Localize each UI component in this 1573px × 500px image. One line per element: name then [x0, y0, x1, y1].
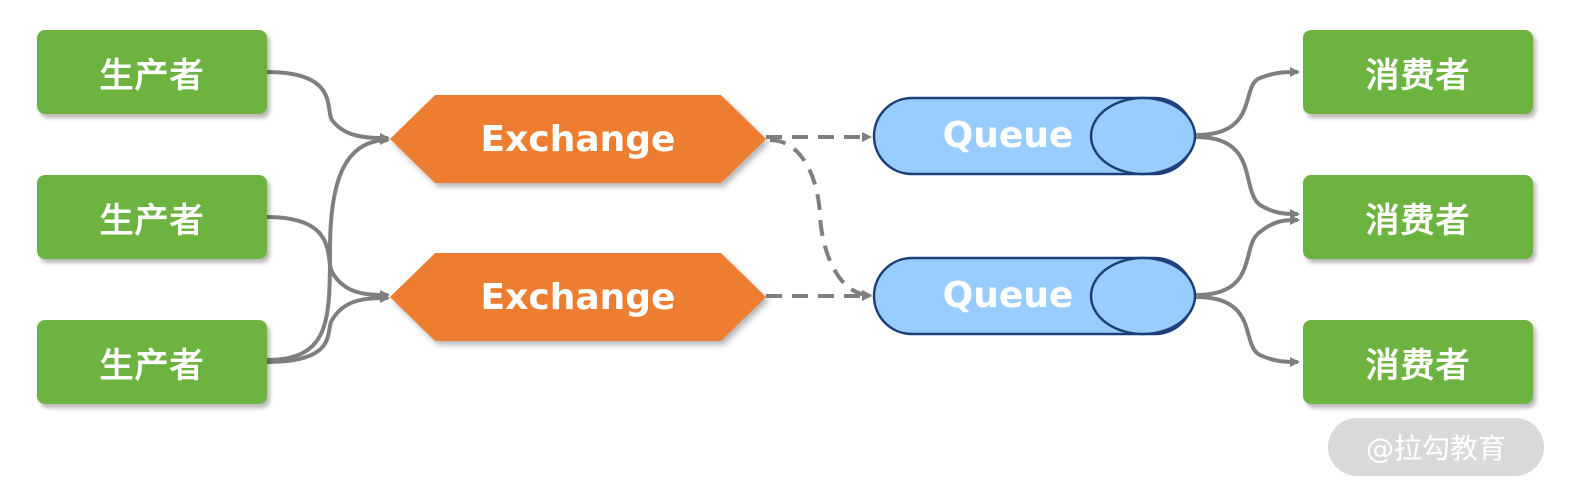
arrow-queue2-consumer2	[1195, 215, 1300, 297]
arrow-producer2-exchange2	[266, 215, 390, 300]
arrow-producer3-exchange1	[266, 135, 390, 362]
arrow-queue1-consumer1	[1195, 67, 1300, 137]
exchange-hexagon	[390, 253, 766, 341]
arrow-producer3-exchange2	[266, 293, 390, 364]
queue-text: Queue	[942, 274, 1074, 316]
producer-box-1: 生产者	[37, 30, 267, 114]
consumer-box-2: 消费者	[1303, 175, 1533, 259]
arrow-producer1-exchange1	[266, 70, 390, 143]
arrow-queue1-consumer2	[1195, 135, 1300, 219]
producer-box-3: 生产者	[37, 320, 267, 404]
producer-label: 生产者	[99, 200, 205, 241]
queue-label-2: Queue	[873, 255, 1143, 335]
queue-1-shape	[872, 96, 1197, 176]
consumer-label: 消费者	[1365, 345, 1471, 386]
arrow-queue2-consumer3	[1195, 295, 1300, 367]
queue-2-shape	[872, 256, 1197, 336]
consumer-box-1: 消费者	[1303, 30, 1533, 114]
queue-text: Queue	[942, 114, 1074, 156]
exchange-node-2: Exchange	[390, 253, 766, 341]
watermark-badge: @拉勾教育	[1328, 418, 1544, 476]
consumer-box-3: 消费者	[1303, 320, 1533, 404]
exchange-label: Exchange	[480, 276, 676, 318]
consumer-label: 消费者	[1365, 55, 1471, 96]
producer-label: 生产者	[99, 345, 205, 386]
watermark-text: @拉勾教育	[1365, 432, 1506, 465]
exchange-node-1: Exchange	[390, 95, 766, 183]
consumer-label: 消费者	[1365, 200, 1471, 241]
exchange-hexagon	[390, 95, 766, 183]
arrow-exchange1-queue2	[769, 138, 872, 300]
producer-label: 生产者	[99, 55, 205, 96]
queue-label-1: Queue	[873, 95, 1143, 175]
producer-box-2: 生产者	[37, 175, 267, 259]
exchange-label: Exchange	[480, 118, 676, 160]
